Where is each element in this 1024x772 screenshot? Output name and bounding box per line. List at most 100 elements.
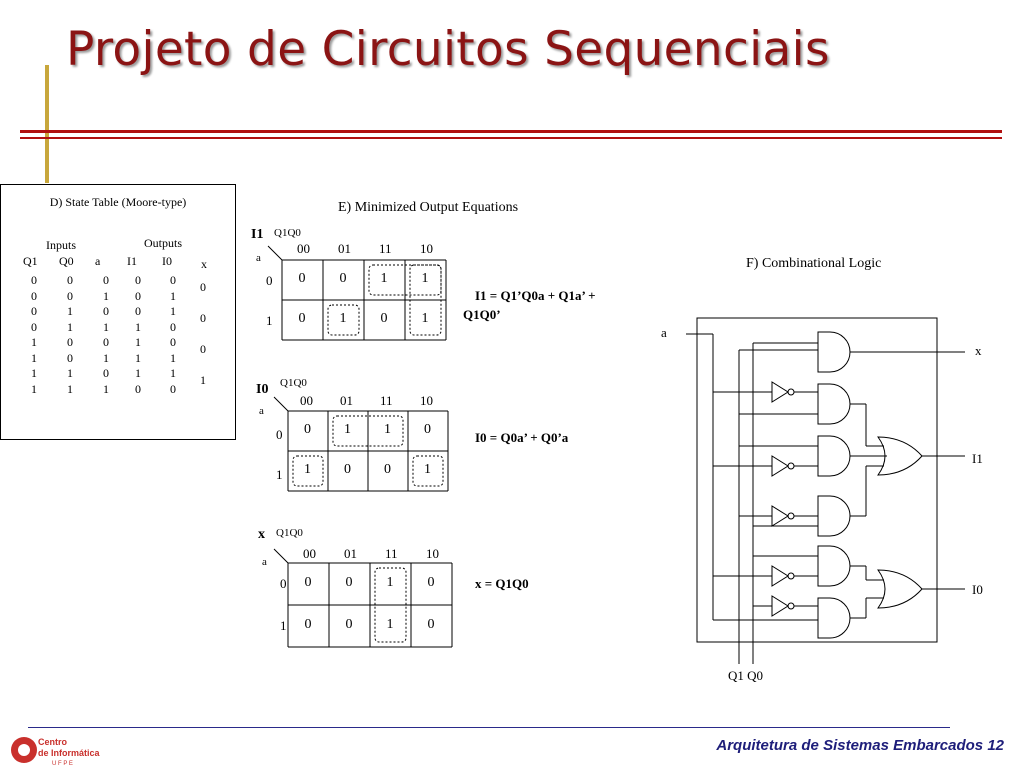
inverter-3 [771, 505, 789, 527]
kmap-row-label: 1 [266, 313, 273, 328]
state-table-cell: 0 [67, 273, 73, 287]
kmap-cell: 1 [421, 311, 429, 326]
outputs-group-label: Outputs [144, 236, 183, 250]
state-table-cell: 0 [103, 304, 109, 318]
state-table-cell: 0 [135, 273, 141, 287]
state-table-header-x: x [201, 257, 207, 271]
kmap-row-label: 1 [276, 467, 283, 482]
kmap-i1-name: I1 [251, 227, 264, 242]
kmap-row-variable: a [259, 405, 264, 417]
state-table-cell: 1 [31, 381, 37, 396]
inverter-4 [771, 565, 789, 587]
kmap-cell: 1 [384, 422, 391, 437]
kmap-cell: 0 [339, 271, 347, 286]
and-gate-4 [817, 495, 851, 537]
kmap-equation-x: x = Q1Q0 [475, 576, 529, 591]
state-table-cell: 0 [103, 335, 109, 349]
kmap-diagonal [273, 396, 289, 412]
circuit-output-x: x [975, 343, 982, 358]
state-table-cell: 0 [135, 288, 141, 303]
kmap-col-label: 11 [380, 393, 393, 408]
kmap-cell: 0 [380, 311, 388, 326]
kmap-row-label: 0 [276, 427, 283, 442]
state-table-cell: 0 [31, 288, 37, 303]
kmap-cell: 1 [421, 271, 429, 286]
kmap-grouping-loop [374, 567, 407, 643]
kmap-equation-i0: I0 = Q0a’ + Q0’a [475, 430, 569, 445]
state-table-cell: 0 [67, 288, 73, 303]
kmap-col-label: 10 [420, 393, 433, 408]
state-table: D) State Table (Moore-type) Inputs Outpu… [0, 184, 236, 440]
inverter-5 [771, 595, 789, 617]
state-table-cell: 1 [103, 350, 109, 365]
kmap-row-label: 1 [280, 618, 287, 633]
kmap-cell: 1 [386, 617, 394, 632]
state-table-cell: 1 [103, 288, 109, 303]
and-gate-5 [817, 545, 851, 587]
kmap-col-label: 01 [338, 241, 351, 256]
circuit-inputs-q1-q0: Q1 Q0 [728, 668, 764, 683]
kmap-equation-i1-cont: Q1Q0’ [463, 307, 501, 322]
footer-rule [28, 727, 950, 728]
state-table-cell: 0 [67, 350, 73, 365]
kmap-diagonal [267, 245, 283, 261]
kmap-row-variable: a [256, 252, 261, 264]
state-table-cell-x: 1 [200, 373, 206, 387]
footer-course-page: Arquitetura de Sistemas Embarcados 12 [716, 737, 1004, 754]
and-gate-3 [817, 435, 851, 477]
kmap-grouping-loop [409, 264, 442, 336]
kmap-cell: 0 [304, 422, 311, 437]
kmap-col-label: 00 [300, 393, 313, 408]
logo-line-1: Centro [38, 737, 68, 747]
kmap-col-label: 01 [344, 546, 357, 561]
state-table-cell: 1 [67, 366, 73, 380]
kmap-cell: 0 [304, 575, 312, 590]
state-table-cell: 1 [31, 335, 37, 349]
state-table-cell: 0 [170, 335, 176, 349]
kmap-cell: 0 [427, 575, 435, 590]
and-gate-x [817, 331, 851, 373]
state-table-header-q1: Q1 [23, 254, 38, 268]
kmap-col-variable: Q1Q0 [280, 377, 307, 389]
state-table-cell: 0 [170, 273, 176, 287]
state-table-cell: 0 [103, 366, 109, 380]
state-table-cell: 1 [67, 319, 73, 334]
state-table-cell: 0 [170, 381, 176, 396]
title-accent-bar [45, 65, 49, 183]
state-table-cell: 1 [170, 304, 176, 318]
circuit-input-a: a [661, 325, 667, 340]
kmap-col-label: 10 [426, 546, 439, 561]
kmap-col-variable: Q1Q0 [276, 527, 303, 539]
kmap-cell: 0 [424, 422, 431, 437]
logo-line-2: de Informática [38, 748, 101, 758]
kmap-cell: 0 [345, 617, 353, 632]
kmap-col-variable: Q1Q0 [274, 227, 301, 239]
kmap-row-variable: a [262, 556, 267, 568]
kmap-diagonal [273, 548, 289, 564]
slide-title: Projeto de Circuitos Sequenciais [66, 22, 830, 77]
state-table-cell-x: 0 [200, 280, 206, 294]
kmap-cell: 0 [427, 617, 435, 632]
state-table-cell: 0 [31, 273, 37, 287]
kmap-cell: 0 [304, 617, 312, 632]
state-table-cell: 1 [67, 304, 73, 318]
state-table-header-i1: I1 [127, 254, 137, 268]
state-table-caption: D) State Table (Moore-type) [49, 195, 187, 209]
state-table-cell: 1 [103, 319, 109, 334]
title-rule-bottom [20, 137, 1002, 139]
kmap-cell: 0 [384, 462, 391, 477]
state-table-cell: 1 [31, 350, 37, 365]
state-table-header-q0: Q0 [59, 254, 74, 268]
kmap-cell: 1 [339, 311, 347, 326]
kmap-row-label: 0 [266, 273, 273, 288]
state-table-cell: 0 [67, 335, 73, 349]
inverter-1 [771, 381, 789, 403]
kmap-cell: 1 [344, 422, 351, 437]
kmap-col-label: 10 [420, 241, 433, 256]
logo-line-3: U F P E [52, 761, 73, 767]
kmap-row-label: 0 [280, 576, 287, 591]
